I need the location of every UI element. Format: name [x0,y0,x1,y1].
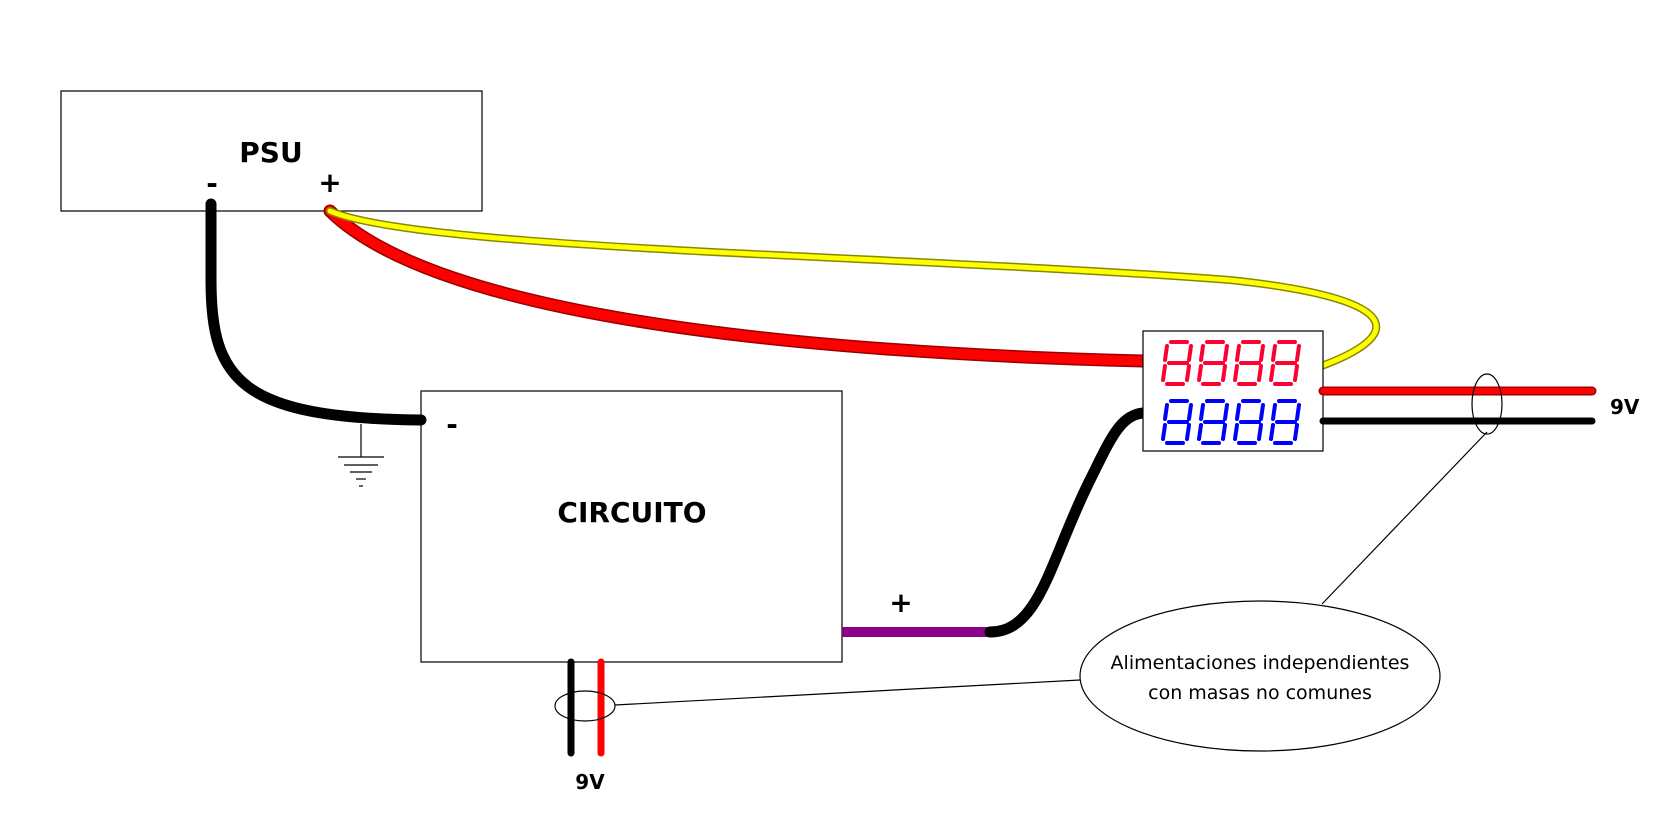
wire-circuit-to-meter [984,407,1149,638]
callout-line-2: con masas no comunes [1148,682,1372,704]
psu-negative-terminal-label: - [206,167,218,200]
psu-positive-terminal-label: + [318,166,341,199]
circuit-positive-terminal-label: + [889,586,912,619]
callout-line-1: Alimentaciones independientes [1111,652,1410,674]
psu-label: PSU [239,136,302,169]
circuit-supply-label: 9V [575,770,605,794]
ground-icon [338,424,384,487]
meter-supply-label: 9V [1610,395,1640,419]
callout-note: Alimentaciones independientes con masas … [1079,600,1441,752]
circuit-negative-terminal-label: - [446,408,458,441]
circuit-box: CIRCUITO - + [420,390,913,663]
wire-psu-negative-to-circuit [205,198,427,426]
voltmeter-ammeter [1142,330,1324,452]
wire-psu-positive-to-meter [323,204,1150,368]
meter-supply-wires: 9V [1318,373,1640,435]
circuit-label: CIRCUITO [557,496,706,529]
callout-leaders [614,431,1488,706]
circuit-supply-wires: 9V [554,658,616,794]
psu-box: PSU - + [60,90,483,212]
wire-sense-yellow [326,207,1381,374]
